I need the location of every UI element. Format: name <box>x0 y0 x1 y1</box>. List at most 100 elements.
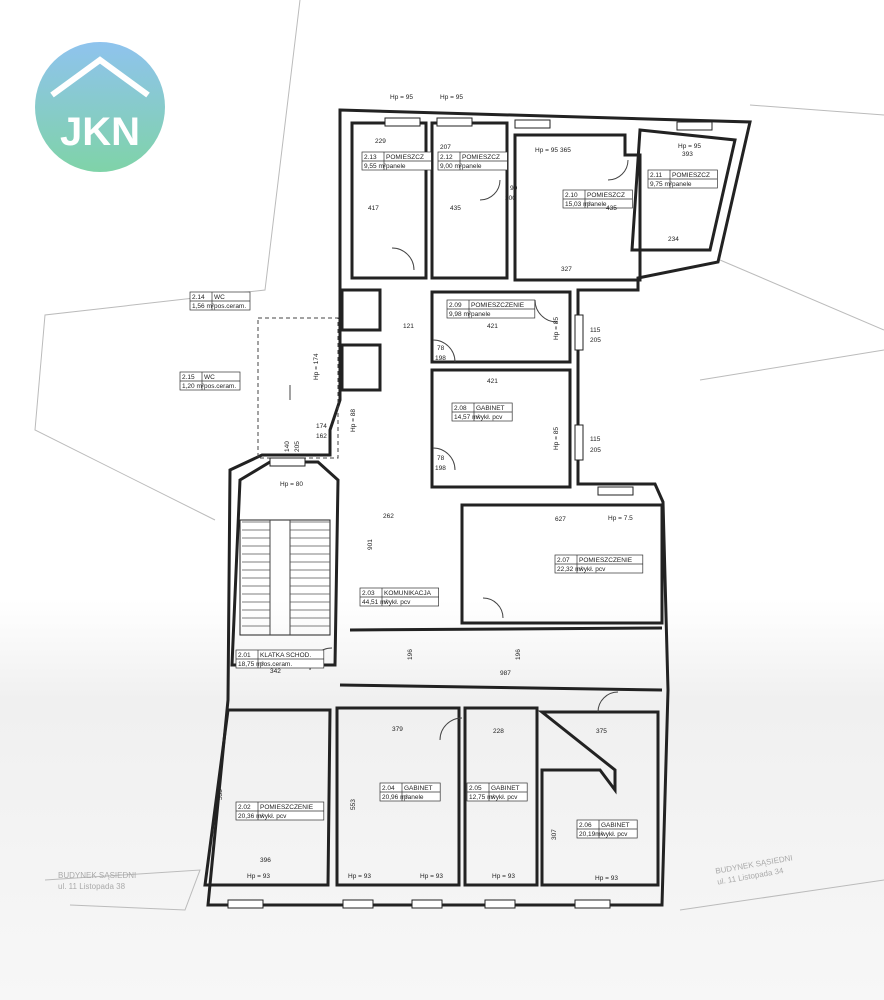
room-area: 22,32 m² <box>557 566 583 573</box>
room-floor: panele <box>672 181 692 188</box>
dim: 228 <box>493 728 504 735</box>
room-no: 2.10 <box>565 192 578 199</box>
room-no: 2.07 <box>557 557 570 564</box>
dim: 196 <box>515 649 522 660</box>
dim: Hp = 95 <box>678 143 701 150</box>
dim: 174 <box>316 423 327 430</box>
room-no: 2.08 <box>454 405 467 412</box>
neighbor-caption-left: BUDYNEK SĄSIEDNI ul. 11 Listopada 38 <box>58 871 136 891</box>
dim: 435 <box>606 205 617 212</box>
dim: Hp = 85 <box>553 317 560 340</box>
dim: 421 <box>487 378 498 385</box>
room-floor: pos.ceram. <box>204 383 236 390</box>
room-area: 20,96 m² <box>382 794 408 801</box>
room-name: GABINET <box>491 785 520 792</box>
room-no: 2.12 <box>440 154 453 161</box>
room-floor: pos.ceram. <box>214 303 246 310</box>
dim: Hp = 93 <box>247 873 270 880</box>
dim: 78 <box>437 345 445 352</box>
dim: 555 <box>217 789 224 800</box>
room-floor: wykł. pcv <box>383 599 411 606</box>
room-area: 44,51 m² <box>362 599 388 606</box>
room-floor: panele <box>471 311 491 318</box>
room-no: 2.03 <box>362 590 375 597</box>
dim: 417 <box>368 205 379 212</box>
dim: 234 <box>668 236 679 243</box>
dim: 115 <box>590 436 601 443</box>
room-area: 20,36 m² <box>238 813 264 820</box>
dim: 198 <box>435 355 446 362</box>
dim: 327 <box>561 266 572 273</box>
dim: Hp = 7.5 <box>608 515 633 522</box>
dim: 435 <box>450 205 461 212</box>
dim: 207 <box>440 144 451 151</box>
room-no: 2.09 <box>449 302 462 309</box>
room-name: KOMUNIKACJA <box>384 590 432 597</box>
room-name: POMIESZCZENIE <box>471 302 525 309</box>
dim: 987 <box>500 670 511 677</box>
room-name: POMIESZCZ <box>386 154 424 161</box>
room-floor: pos.ceram. <box>260 661 292 668</box>
room-floor: panele <box>386 163 406 170</box>
room-area: 1,20 m² <box>182 383 205 390</box>
room-area: 12,75 m² <box>469 794 495 801</box>
dim: Hp = 93 <box>348 873 371 880</box>
dim: 78 <box>437 455 445 462</box>
windows <box>227 117 713 909</box>
room-floor: wykł. pcv <box>600 831 628 838</box>
jkn-logo: JKN <box>35 42 165 172</box>
room-name: GABINET <box>476 405 505 412</box>
room-name: WC <box>214 294 225 301</box>
svg-text:BUDYNEK SĄSIEDNI: BUDYNEK SĄSIEDNI <box>58 871 136 880</box>
room-area: 20,19m² <box>579 831 604 838</box>
room-area: 1,56 m² <box>192 303 215 310</box>
room-no: 2.13 <box>364 154 377 161</box>
room-name: WC <box>204 374 215 381</box>
dim: 205 <box>294 441 301 452</box>
dim: Hp = 85 <box>553 427 560 450</box>
room-no: 2.01 <box>238 652 251 659</box>
room-area: 9,98 m² <box>449 311 472 318</box>
room-name: POMIESZCZ <box>672 172 710 179</box>
room-area: 9,55 m² <box>364 163 387 170</box>
dimension-labels: Hp = 95 Hp = 95 Hp = 95 Hp = 95 229 207 … <box>217 94 701 882</box>
dim: Hp = 93 <box>420 873 443 880</box>
dim: 196 <box>407 649 414 660</box>
dim: Hp = 95 <box>440 94 463 101</box>
dim: 121 <box>403 323 414 330</box>
room-floor: panele <box>404 794 424 801</box>
dim: 342 <box>270 668 281 675</box>
room-no: 2.11 <box>650 172 663 179</box>
dim: Hp = 93 <box>595 875 618 882</box>
neighbor-outlines <box>34 0 884 911</box>
dim: Hp = 95 <box>390 94 413 101</box>
dim: 200 <box>505 195 516 202</box>
door-swings <box>309 159 629 741</box>
dim: 90 <box>510 185 518 192</box>
room-area: 9,00 m² <box>440 163 463 170</box>
room-no: 2.02 <box>238 804 251 811</box>
room-floor: wykł. pcv <box>475 414 503 421</box>
dim: Hp = 80 <box>280 481 303 488</box>
room-floor: panele <box>587 201 607 208</box>
dim: 205 <box>590 447 601 454</box>
svg-text:JKN: JKN <box>60 110 140 154</box>
dim: 393 <box>682 151 693 158</box>
room-name: GABINET <box>404 785 433 792</box>
room-area: 9,75 m² <box>650 181 673 188</box>
room-floor: wykł. pcv <box>490 794 518 801</box>
room-no: 2.15 <box>182 374 195 381</box>
